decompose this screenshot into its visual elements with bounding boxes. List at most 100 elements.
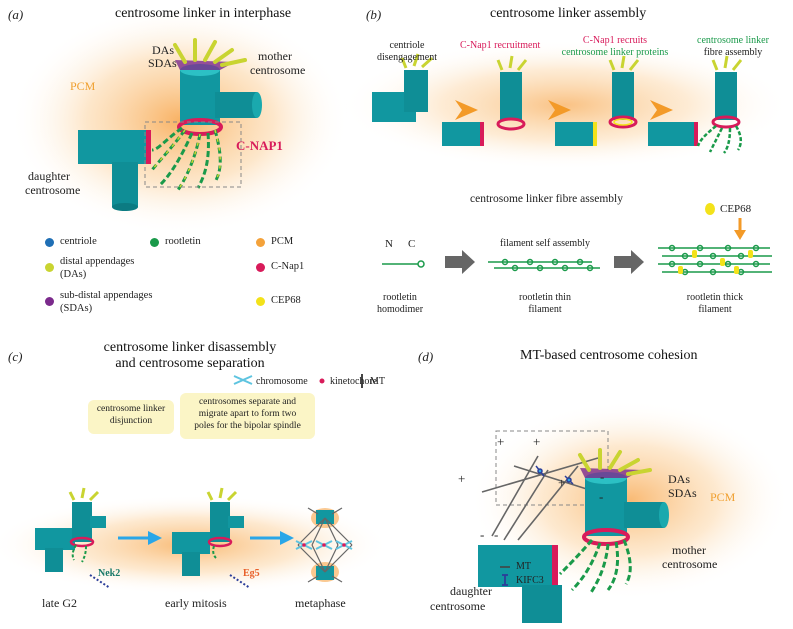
step1-label-1: centriole: [389, 40, 425, 51]
panel-c-illustration: [0, 374, 390, 595]
cep68-dot: [256, 297, 265, 306]
late-g2-label: late G2: [42, 596, 77, 610]
plus-1: +: [497, 434, 505, 449]
legend-rootletin: rootletin: [165, 236, 201, 247]
chromosome-icon: [233, 375, 253, 385]
mt-legend-label: MT: [516, 561, 531, 572]
legend-das-1: distal appendages: [60, 256, 135, 267]
box2-line2: migrate apart to form two: [198, 408, 297, 419]
metaphase-label: metaphase: [295, 596, 346, 610]
step4-label-2: fibre assembly: [703, 47, 763, 58]
cep68-label: CEP68: [720, 203, 752, 215]
arrow-1: [455, 100, 478, 120]
mother-label-1: mother: [258, 49, 292, 63]
panel-b-title: centrosome linker assembly: [490, 6, 647, 21]
kinetochore-label: kinetochore: [330, 376, 378, 387]
thick-label-2: filament: [698, 304, 732, 315]
early-mitosis-label: early mitosis: [165, 596, 227, 610]
rootletin-dot: [150, 238, 159, 247]
step3-label-1: C-Nap1 recruits: [582, 35, 648, 46]
step4-centrosomes: [648, 55, 743, 154]
mother-centrosome-d: [578, 448, 669, 546]
panel-a-title: centrosome linker in interphase: [115, 6, 292, 21]
das-label: DAs: [152, 43, 175, 57]
early-mitosis-centrosomes: [172, 487, 244, 576]
legend-cep68: CEP68: [271, 295, 301, 306]
panel-d-letter: (d): [418, 349, 434, 364]
thin-filament: [488, 258, 600, 272]
legend-cnap1: C-Nap1: [271, 261, 305, 272]
arrow-3: [650, 100, 673, 120]
chromosome-label: chromosome: [256, 376, 308, 387]
das-dot: [45, 263, 54, 272]
step4-label-1: centrosome linker: [697, 35, 769, 46]
homodimer-label-1: rootletin: [383, 292, 417, 303]
pcm-label-d: PCM: [710, 490, 736, 504]
panel-d-title: MT-based centrosome cohesion: [520, 348, 698, 363]
n-terminus: N: [385, 238, 393, 250]
minus-3: -: [480, 527, 485, 542]
box2-line1: centrosomes separate and: [198, 397, 297, 407]
sdas-label-d: SDAs: [668, 486, 697, 500]
plus-3: +: [458, 471, 466, 486]
self-assembly-label: filament self assembly: [500, 238, 590, 249]
das-label-d: DAs: [668, 472, 691, 486]
mother-centrosome: [173, 38, 262, 136]
eg5-label: Eg5: [243, 568, 260, 579]
legend-sdas-2: (SDAs): [60, 303, 93, 314]
minus-4: -: [494, 527, 499, 542]
homodimer-label-2: homodimer: [376, 304, 424, 315]
daughter-centrosome: [78, 130, 151, 211]
daughter-label-1: daughter: [28, 169, 70, 183]
rootletin-fibres-d: [558, 539, 632, 595]
thick-label-1: rootletin thick: [686, 292, 744, 303]
kinetochore-icon: [319, 378, 325, 384]
sdas-dot: [45, 297, 54, 306]
pcm-label: PCM: [70, 79, 96, 93]
cnap1-dot: [256, 263, 265, 272]
step1-label-2: disengagement: [377, 52, 437, 63]
panel-c-letter: (c): [8, 349, 23, 364]
box1-line1: centrosome linker: [96, 404, 166, 414]
cep68-marker: [705, 203, 715, 215]
step3-label-2: centrosome linker proteins: [561, 47, 669, 58]
rootletin-fibres: [150, 126, 222, 191]
mt-label: MT: [370, 376, 385, 387]
panel-a-illustration: [10, 5, 350, 235]
sdas-label: SDAs: [148, 56, 177, 70]
daughter-label-d-2: centrosome: [430, 599, 486, 613]
cep68-arrow: [734, 230, 746, 240]
linker-disjunction-box: centrosome linker disjunction: [88, 400, 174, 434]
thin-label-1: rootletin thin: [519, 292, 571, 303]
panel-c-title-1: centrosome linker disassembly: [103, 340, 277, 355]
c-terminus: C: [408, 238, 416, 250]
blue-arrow-2: [280, 531, 294, 545]
panel-b-illustration: [340, 40, 790, 170]
thick-filament: [658, 244, 772, 276]
centriole-dot: [45, 238, 54, 247]
panel-b-letter: (b): [366, 7, 382, 22]
plus-4: +: [558, 475, 566, 490]
minus-1: -: [600, 469, 605, 484]
cnap1-label: C-NAP1: [236, 138, 283, 153]
mother-label-d-1: mother: [672, 543, 706, 557]
metaphase-spindle: [295, 507, 353, 583]
box2-line3: poles for the bipolar spindle: [194, 420, 301, 431]
daughter-label-d-1: daughter: [450, 584, 492, 598]
step2-label: C-Nap1 recruitment: [460, 40, 541, 51]
step1-centrosomes: [372, 53, 434, 122]
late-g2-centrosomes: [35, 487, 106, 572]
plus-2: +: [533, 434, 541, 449]
mother-label-2: centrosome: [250, 63, 306, 77]
blue-arrow-1: [148, 531, 162, 545]
fibre-assembly-illustration: [382, 203, 772, 276]
nek2-label: Nek2: [98, 568, 121, 579]
legend-pcm: PCM: [271, 236, 294, 247]
panel-a-letter: (a): [8, 7, 24, 22]
kifc3-legend-label: KIFC3: [516, 575, 544, 586]
thin-label-2: filament: [528, 304, 562, 315]
legend-sdas-1: sub-distal appendages: [60, 290, 153, 301]
step2-centrosomes: [442, 55, 528, 146]
fibre-assembly-title: centrosome linker fibre assembly: [470, 193, 623, 205]
